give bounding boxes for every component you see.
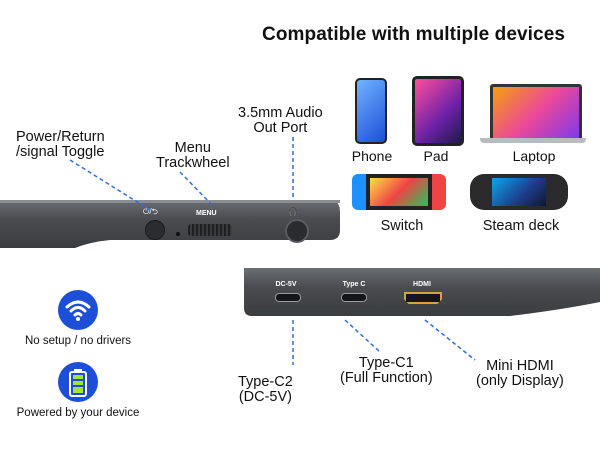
mini-hdmi-callout: Mini HDMI (only Display) [476, 358, 564, 389]
tablet-icon [412, 76, 464, 146]
dc-port-label: DC-5V [275, 281, 297, 288]
headphone-icon: 🎧 [287, 206, 299, 216]
menu-callout: Menu Trackwheel [156, 140, 230, 171]
laptop-icon [490, 84, 582, 142]
type-c2-callout: Type-C2 (DC-5V) [238, 374, 293, 405]
switch-icon [366, 174, 432, 210]
power-callout: Power/Return /signal Toggle [16, 129, 105, 160]
indicator-led [176, 232, 180, 236]
power-return-icon: ⏻/⮌ [143, 207, 158, 216]
monitor-side-view-top [0, 200, 340, 248]
feature-label-no-setup: No setup / no drivers [24, 335, 132, 347]
device-label-pad: Pad [423, 148, 449, 164]
audio-callout: 3.5mm Audio Out Port [238, 105, 323, 136]
page-title: Compatible with multiple devices [262, 24, 566, 45]
menu-label: MENU [196, 210, 217, 217]
wifi-icon [58, 290, 98, 330]
device-label-steam-deck: Steam deck [482, 218, 560, 234]
audio-jack [285, 219, 309, 243]
mini-hdmi-port [404, 292, 442, 304]
type-c2-port [275, 293, 301, 302]
type-c1-callout: Type-C1 (Full Function) [340, 355, 433, 386]
device-label-switch: Switch [380, 218, 424, 234]
power-button[interactable] [145, 220, 165, 240]
phone-icon [355, 78, 387, 144]
device-label-laptop: Laptop [512, 148, 556, 164]
laptop-base [480, 138, 586, 143]
menu-trackwheel[interactable] [188, 224, 232, 236]
steam-deck-icon [470, 174, 568, 210]
typec-port-label: Type C [342, 281, 366, 288]
switch-joycon-left [352, 174, 366, 210]
feature-label-powered: Powered by your device [16, 407, 140, 419]
hdmi-port-label: HDMI [413, 281, 431, 288]
type-c1-port [341, 293, 367, 302]
switch-joycon-right [432, 174, 446, 210]
battery-icon [58, 362, 98, 402]
device-label-phone: Phone [351, 148, 393, 164]
